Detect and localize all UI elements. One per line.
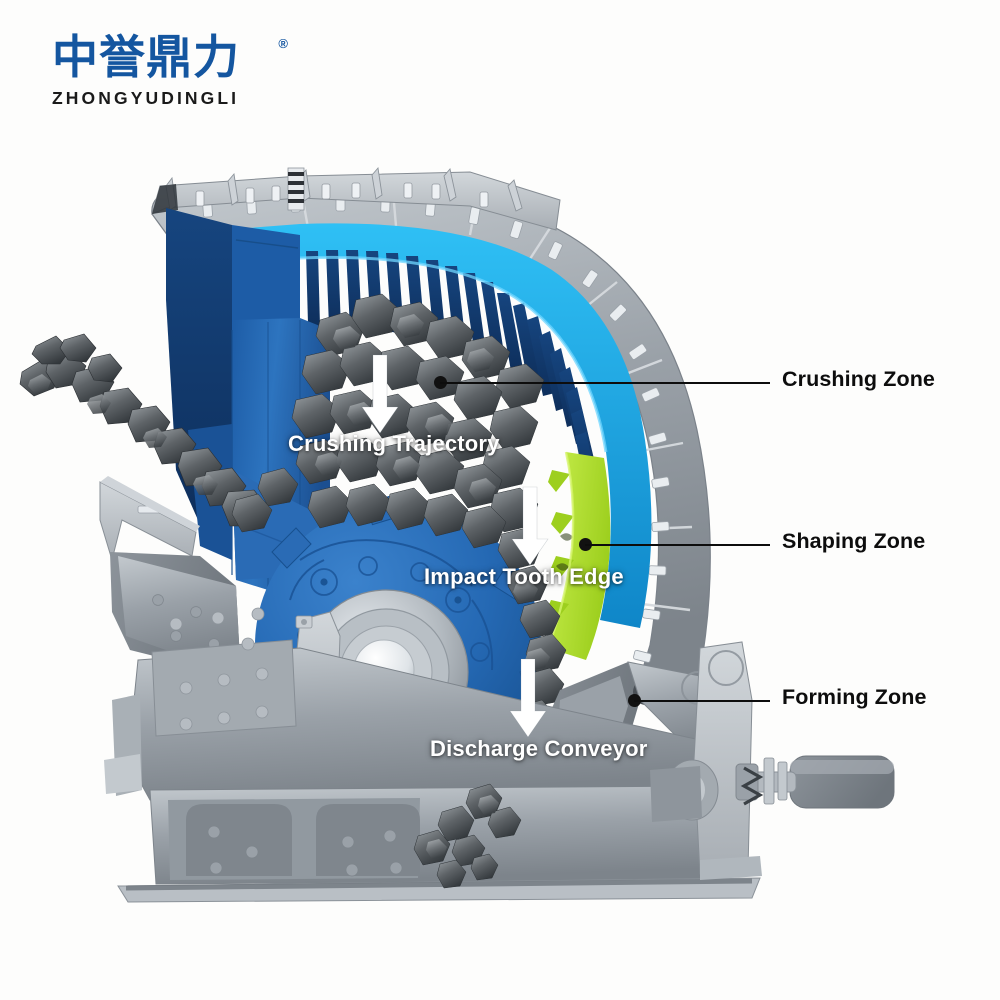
flow-arrows — [361, 354, 549, 738]
left-housing-wall — [110, 552, 240, 664]
callout-forming-zone: Forming Zone — [782, 685, 927, 709]
shaping-zone-liner — [546, 451, 611, 660]
label-discharge-conveyor: Discharge Conveyor — [430, 736, 648, 761]
leader-line-shaping-zone — [585, 544, 770, 546]
logo-latin-text: ZHONGYUDINGLI — [52, 88, 240, 108]
feed-chute-plate — [99, 476, 200, 562]
gauge-strip — [287, 167, 305, 211]
feed-hopper-rim — [151, 166, 561, 231]
arrow-impact-tooth-edge — [511, 486, 549, 566]
leader-line-forming-zone — [634, 700, 770, 702]
label-impact-tooth-edge: Impact Tooth Edge — [424, 564, 624, 589]
crushed-material-discharge — [413, 783, 522, 889]
base-frame — [104, 607, 761, 903]
callout-shaping-zone: Shaping Zone — [782, 529, 926, 553]
arrow-crushing-trajectory — [361, 354, 399, 434]
leader-line-crushing-zone — [440, 382, 770, 384]
label-crushing-trajectory: Crushing Trajectory — [288, 431, 500, 456]
callout-crushing-zone: Crushing Zone — [782, 367, 935, 391]
registered-trademark-icon: ® — [278, 36, 288, 51]
logo-chinese-text: 中誉鼎力 — [52, 30, 240, 84]
company-logo: 中誉鼎力 ® ZHONGYUDINGLI — [52, 30, 288, 112]
rock-aggregate-fill — [231, 293, 567, 760]
arrow-discharge-conveyor — [509, 658, 547, 738]
rock-feed-stream — [19, 333, 269, 527]
